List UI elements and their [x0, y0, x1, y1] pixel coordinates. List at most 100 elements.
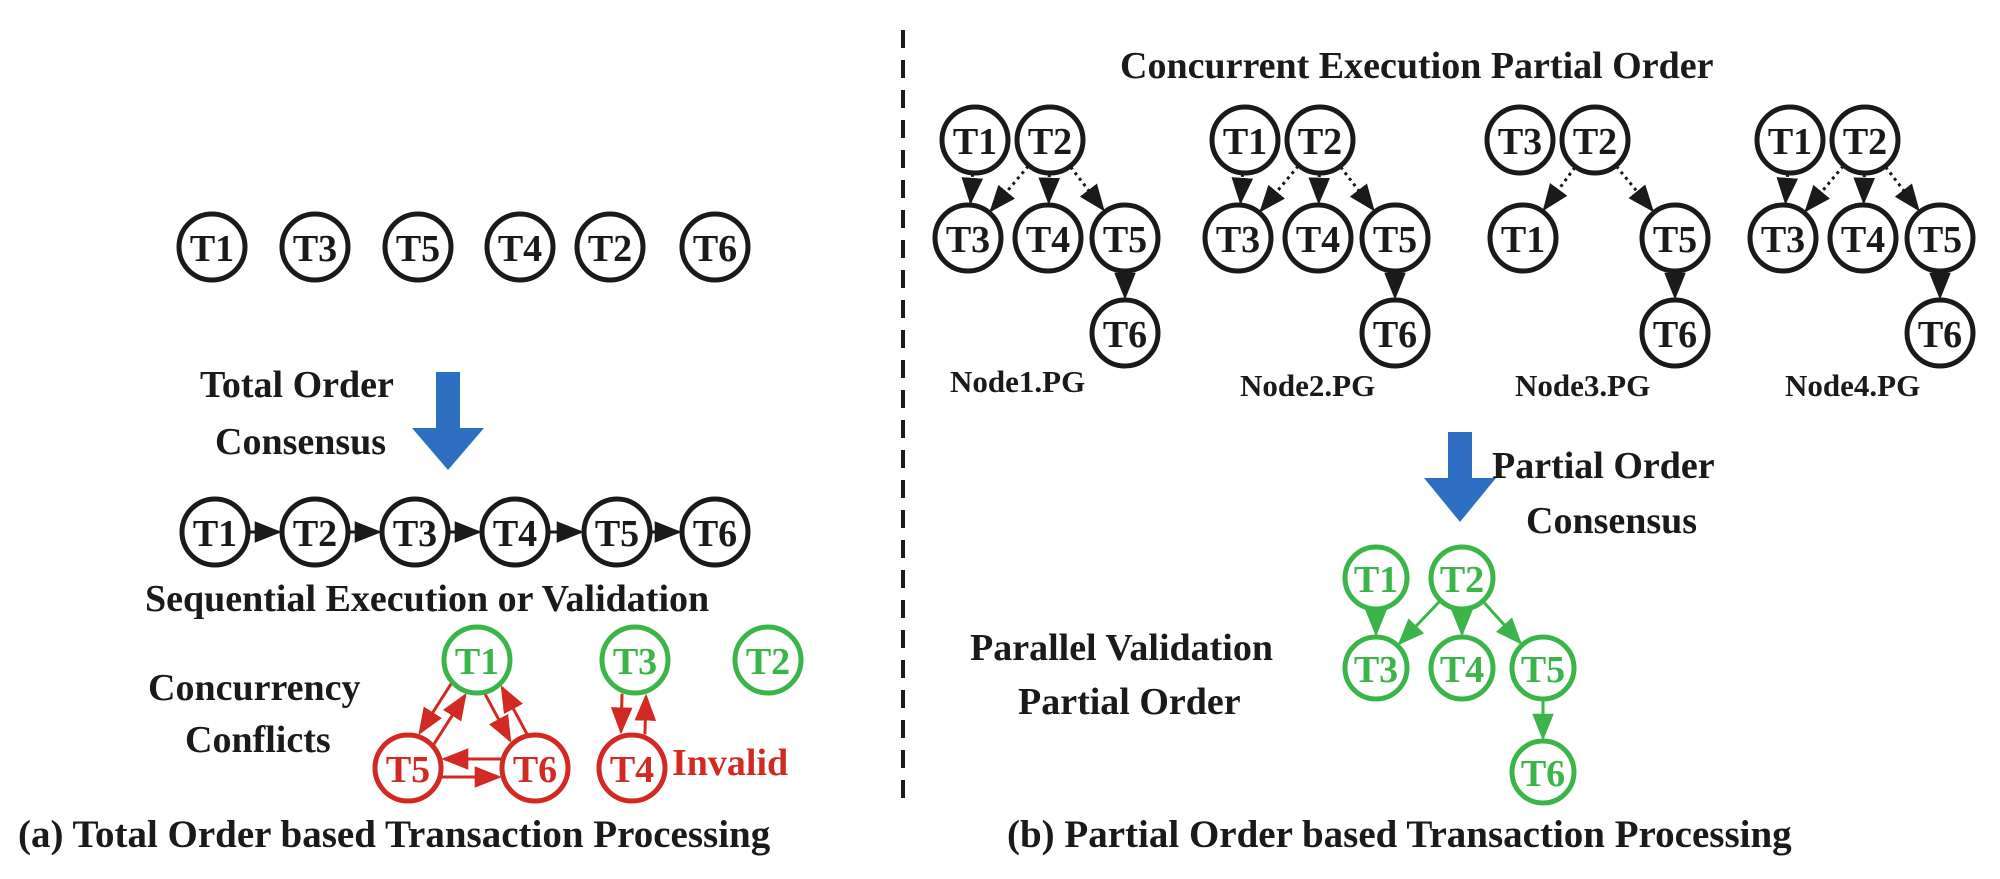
pg-node-label: T6	[1103, 314, 1147, 356]
unordered-tx-node-circle	[574, 211, 646, 283]
unordered-tx-node-label: T4	[498, 228, 542, 270]
partial-order-consensus-arrow	[1424, 432, 1496, 522]
ordered-tx-node-circle	[581, 496, 653, 568]
pg-node-label: T6	[1373, 314, 1417, 356]
pg-node-circle	[1014, 104, 1086, 176]
dependency-arrow	[1542, 166, 1577, 212]
validation-partial-order-label: Partial Order	[1018, 681, 1241, 723]
pg-node: T4	[1012, 202, 1084, 274]
conflict-node-t3: T3	[599, 624, 671, 696]
ordered-tx-node-circle	[279, 496, 351, 568]
pg-node: T1	[939, 104, 1011, 176]
final-node-circle	[1342, 634, 1410, 702]
pg-node: T5	[1904, 202, 1976, 274]
pg-node: T3	[1202, 202, 1274, 274]
unordered-tx-node-label: T1	[190, 228, 234, 270]
concurrency-label: Concurrency	[148, 667, 361, 709]
final-node-circle	[1509, 738, 1577, 806]
pg-node-circle	[1359, 202, 1431, 274]
pg-node-label: T6	[1653, 314, 1697, 356]
pg-node: T2	[1284, 104, 1356, 176]
pg-node-label: T5	[1103, 219, 1147, 261]
ordered-tx-node-circle	[379, 496, 451, 568]
dependency-arrow	[961, 173, 984, 205]
pg-node-label: T4	[1026, 219, 1070, 261]
pg-node: T5	[1639, 202, 1711, 274]
pg-node-label: T2	[1843, 121, 1887, 163]
dependency-arrow	[1231, 173, 1254, 205]
unordered-tx-node-label: T6	[693, 228, 737, 270]
pg-node-label: T5	[1373, 219, 1417, 261]
final-node-label: T4	[1440, 649, 1484, 691]
ordered-tx-node-circle	[179, 496, 251, 568]
ordered-tx-node-label: T2	[293, 513, 337, 555]
conflict-node-t1-label: T1	[455, 641, 499, 683]
conflict-node-t6-label: T6	[513, 749, 557, 791]
pg-node: T6	[1359, 297, 1431, 369]
conflict-node-t4: T4	[596, 732, 668, 804]
total-consensus-label: Consensus	[215, 421, 386, 463]
pg-node: T2	[1829, 104, 1901, 176]
parallel-validation-label: Parallel Validation	[970, 627, 1273, 669]
final-node-label: T2	[1440, 559, 1484, 601]
pg-node-circle	[939, 104, 1011, 176]
pg-node-circle	[1639, 297, 1711, 369]
invalid-label: Invalid	[672, 742, 788, 784]
pg-label: Node4.PG	[1785, 368, 1920, 403]
pg-node: T1	[1487, 202, 1559, 274]
final-node-circle	[1509, 634, 1577, 702]
pg-node-label: T1	[1768, 121, 1812, 163]
unordered-tx-node: T3	[279, 211, 351, 283]
pg-node-circle	[932, 202, 1004, 274]
ordered-tx-node: T4	[479, 496, 551, 568]
validation-arrow	[1397, 600, 1441, 646]
conflict-node-t5-circle	[372, 732, 444, 804]
pg-node: T6	[1904, 297, 1976, 369]
conflict-arrow	[610, 693, 633, 735]
pg-node: T3	[1484, 104, 1556, 176]
pg-node-label: T2	[1573, 121, 1617, 163]
pg-node-label: T3	[1216, 219, 1260, 261]
final-node-circle	[1428, 634, 1496, 702]
pg-node-circle	[1829, 104, 1901, 176]
unordered-tx-node: T6	[679, 211, 751, 283]
final-node-label: T5	[1521, 649, 1565, 691]
pg-node-circle	[1484, 104, 1556, 176]
final-node-label: T3	[1354, 649, 1398, 691]
ordered-tx-node-label: T3	[393, 513, 437, 555]
partial-consensus-label: Consensus	[1526, 500, 1697, 542]
ordered-tx-node: T5	[581, 496, 653, 568]
pg-node: T1	[1754, 104, 1826, 176]
unordered-tx-node-circle	[176, 211, 248, 283]
final-node-label: T1	[1354, 559, 1398, 601]
pg-node-circle	[1202, 202, 1274, 274]
conflict-node-t5-label: T5	[386, 749, 430, 791]
pg-node-label: T4	[1296, 219, 1340, 261]
pg-node-label: T5	[1918, 219, 1962, 261]
conflict-arrow	[634, 693, 657, 735]
pg-node: T5	[1089, 202, 1161, 274]
unordered-tx-node-circle	[279, 211, 351, 283]
dependency-arrow	[1038, 173, 1061, 205]
pg-node: T5	[1359, 202, 1431, 274]
pg-node-label: T1	[953, 121, 997, 163]
ordered-tx-node-circle	[679, 496, 751, 568]
pg-node: T3	[932, 202, 1004, 274]
pg-node: T4	[1282, 202, 1354, 274]
final-node: T5	[1509, 634, 1577, 702]
validation-arrow	[1482, 600, 1523, 645]
conflict-node-t4-label: T4	[610, 749, 654, 791]
ordered-tx-node: T3	[379, 496, 451, 568]
pg-node-label: T3	[946, 219, 990, 261]
unordered-tx-node-label: T2	[588, 228, 632, 270]
unordered-tx-node: T4	[484, 211, 556, 283]
conflict-node-t5: T5	[372, 732, 444, 804]
conflict-node-t2: T2	[732, 624, 804, 696]
pg-node-circle	[1639, 202, 1711, 274]
pg-node-label: T1	[1223, 121, 1267, 163]
ordered-tx-node-circle	[479, 496, 551, 568]
dependency-arrow	[1308, 173, 1331, 205]
dependency-arrow	[989, 165, 1030, 213]
final-node-label: T6	[1521, 753, 1565, 795]
